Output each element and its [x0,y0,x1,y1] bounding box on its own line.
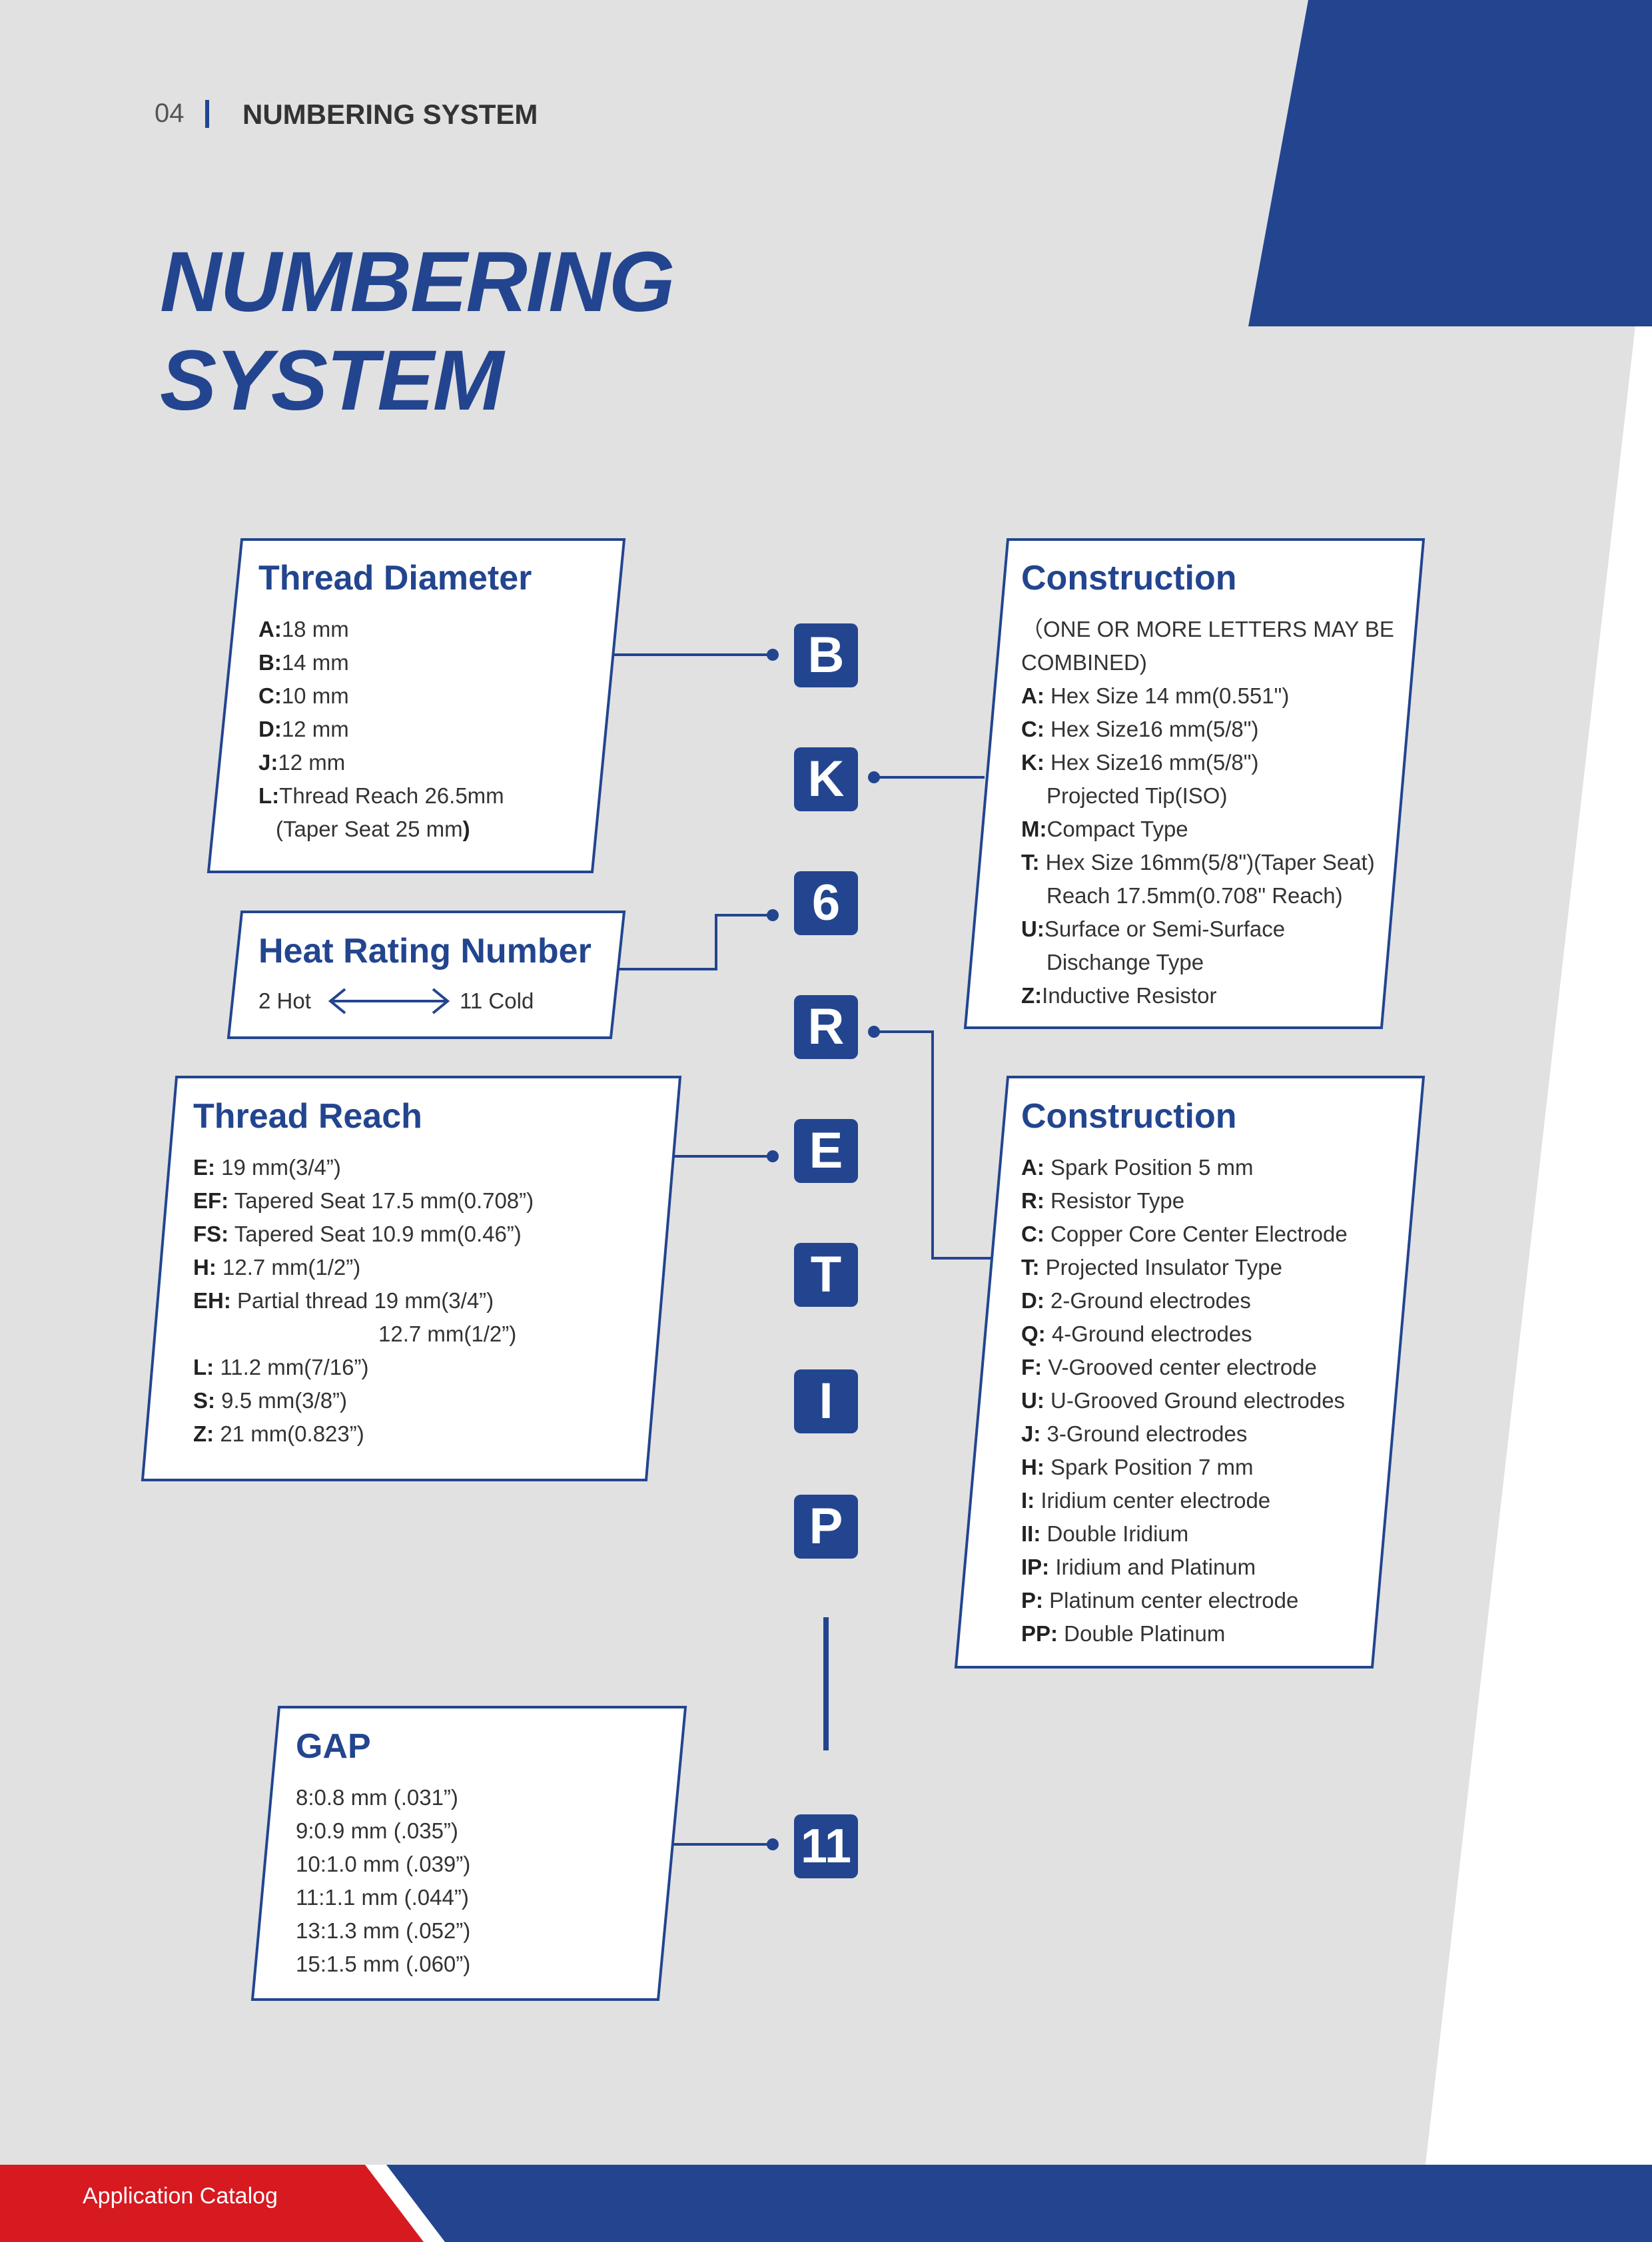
code-letter-6: 6 [794,871,858,935]
list-item: U: U-Grooved Ground electrodes [1021,1388,1346,1413]
construction-1-content: Construction （ONE OR MORE LETTERS MAY BE… [1021,558,1394,1012]
code-letter-r: R [794,995,858,1059]
connector-lines [612,653,993,1846]
list-item: 13:1.3 mm (.052”) [296,1918,471,1943]
list-item: Z: 21 mm(0.823”) [193,1421,364,1446]
header-divider [205,100,209,128]
list-item: S: 9.5 mm(3/8”) [193,1388,348,1413]
list-item: K: Hex Size16 mm(5/8") [1021,750,1259,775]
code-letter-b: B [794,623,858,687]
list-item: D: 2-Ground electrodes [1021,1288,1251,1313]
list-item: D:12 mm [258,717,349,741]
list-item-note: (Taper Seat 25 mm) [276,817,470,841]
list-item: H: Spark Position 7 mm [1021,1455,1254,1479]
list-item: I: Iridium center electrode [1021,1488,1271,1513]
list-item: F: V-Grooved center electrode [1021,1355,1317,1379]
gap-title: GAP [296,1727,371,1766]
list-item: EH: Partial thread 19 mm(3/4”) [193,1288,494,1313]
sequence-divider [823,1617,829,1750]
double-arrow-icon [328,988,450,1014]
list-item: Z:Inductive Resistor [1021,983,1217,1008]
construction-2-content: Construction A: Spark Position 5 mm R: R… [1021,1096,1348,1651]
footer-red-band [0,2165,424,2242]
list-item: M:Compact Type [1021,817,1188,841]
construction-2-title: Construction [1021,1097,1237,1136]
blue-corner-decoration [1248,0,1652,326]
thread-diameter-content: Thread Diameter A:18 mm B:14 mm C:10 mm … [258,558,532,846]
list-item: T: Hex Size 16mm(5/8")(Taper Seat) [1021,850,1375,875]
list-item: E: 19 mm(3/4”) [193,1155,341,1180]
page-number: 04 [155,99,185,128]
list-item: L: 11.2 mm(7/16”) [193,1355,369,1379]
list-item: FS: Tapered Seat 10.9 mm(0.46”) [193,1222,522,1246]
list-item: II: Double Iridium [1021,1521,1189,1546]
construction-1-title: Construction [1021,559,1237,597]
list-item: P: Platinum center electrode [1021,1588,1299,1613]
thread-reach-content: Thread Reach E: 19 mm(3/4”) EF: Tapered … [193,1096,534,1451]
construction-box-1 [963,538,1426,1029]
list-item: C:10 mm [258,683,349,708]
heat-rating-box [226,911,626,1039]
list-item: T: Projected Insulator Type [1021,1255,1282,1280]
list-item-continued: Projected Tip(ISO) [1046,783,1228,808]
code-letter-k: K [794,747,858,811]
code-letter-t: T [794,1243,858,1307]
list-item: A:18 mm [258,617,349,641]
list-item: 9:0.9 mm (.035”) [296,1818,458,1843]
list-item: B:14 mm [258,650,349,675]
gap-content: GAP 8:0.8 mm (.031”) 9:0.9 mm (.035”) 10… [296,1726,470,1981]
list-item-continued: 12.7 mm(1/2”) [378,1321,517,1346]
construction-note: COMBINED) [1021,650,1147,675]
list-item: C: Hex Size16 mm(5/8") [1021,717,1259,741]
section-title: NUMBERING SYSTEM [242,99,538,130]
code-letter-p: P [794,1495,858,1559]
heat-rating-title: Heat Rating Number [258,932,592,970]
list-item: J: 3-Ground electrodes [1021,1421,1248,1446]
page-title: NUMBERING SYSTEM [160,233,675,430]
list-item: A: Spark Position 5 mm [1021,1155,1254,1180]
list-item: 15:1.5 mm (.060”) [296,1952,471,1976]
list-item-continued: Reach 17.5mm(0.708" Reach) [1046,883,1343,908]
list-item: 8:0.8 mm (.031”) [296,1785,458,1810]
list-item: A: Hex Size 14 mm(0.551") [1021,683,1290,708]
list-item: H: 12.7 mm(1/2”) [193,1255,361,1280]
list-item: C: Copper Core Center Electrode [1021,1222,1348,1246]
heat-rating-content: Heat Rating Number [258,931,592,980]
list-item: Q: 4-Ground electrodes [1021,1321,1252,1346]
code-number-11: 11 [794,1814,858,1878]
thread-reach-box [141,1076,682,1481]
list-item: IP: Iridium and Platinum [1021,1555,1256,1579]
thread-reach-title: Thread Reach [193,1097,422,1136]
list-item: U:Surface or Semi-Surface [1021,917,1286,941]
page-title-line-2: SYSTEM [160,333,504,428]
list-item: J:12 mm [258,750,346,775]
connector-dots [767,649,880,1850]
heat-cold-label: 11 Cold [460,988,534,1013]
thread-diameter-box [206,538,626,873]
list-item: PP: Double Platinum [1021,1621,1226,1646]
list-item: 10:1.0 mm (.039”) [296,1852,471,1876]
list-item: EF: Tapered Seat 17.5 mm(0.708”) [193,1188,534,1213]
footer-label: Application Catalog [83,2183,278,2209]
list-item: L:Thread Reach 26.5mm [258,783,504,808]
heat-hot-label: 2 Hot [258,988,311,1013]
thread-diameter-title: Thread Diameter [258,559,532,597]
code-letter-e: E [794,1119,858,1183]
list-item: R: Resistor Type [1021,1188,1185,1213]
page-title-line-1: NUMBERING [160,234,675,330]
construction-note: （ONE OR MORE LETTERS MAY BE [1021,617,1394,641]
gap-box [250,1706,687,2001]
construction-box-2 [954,1076,1426,1669]
list-item: 11:1.1 mm (.044”) [296,1885,469,1910]
code-letter-i: I [794,1369,858,1433]
list-item-continued: Dischange Type [1046,950,1204,974]
footer-white-stripe [360,2165,445,2242]
